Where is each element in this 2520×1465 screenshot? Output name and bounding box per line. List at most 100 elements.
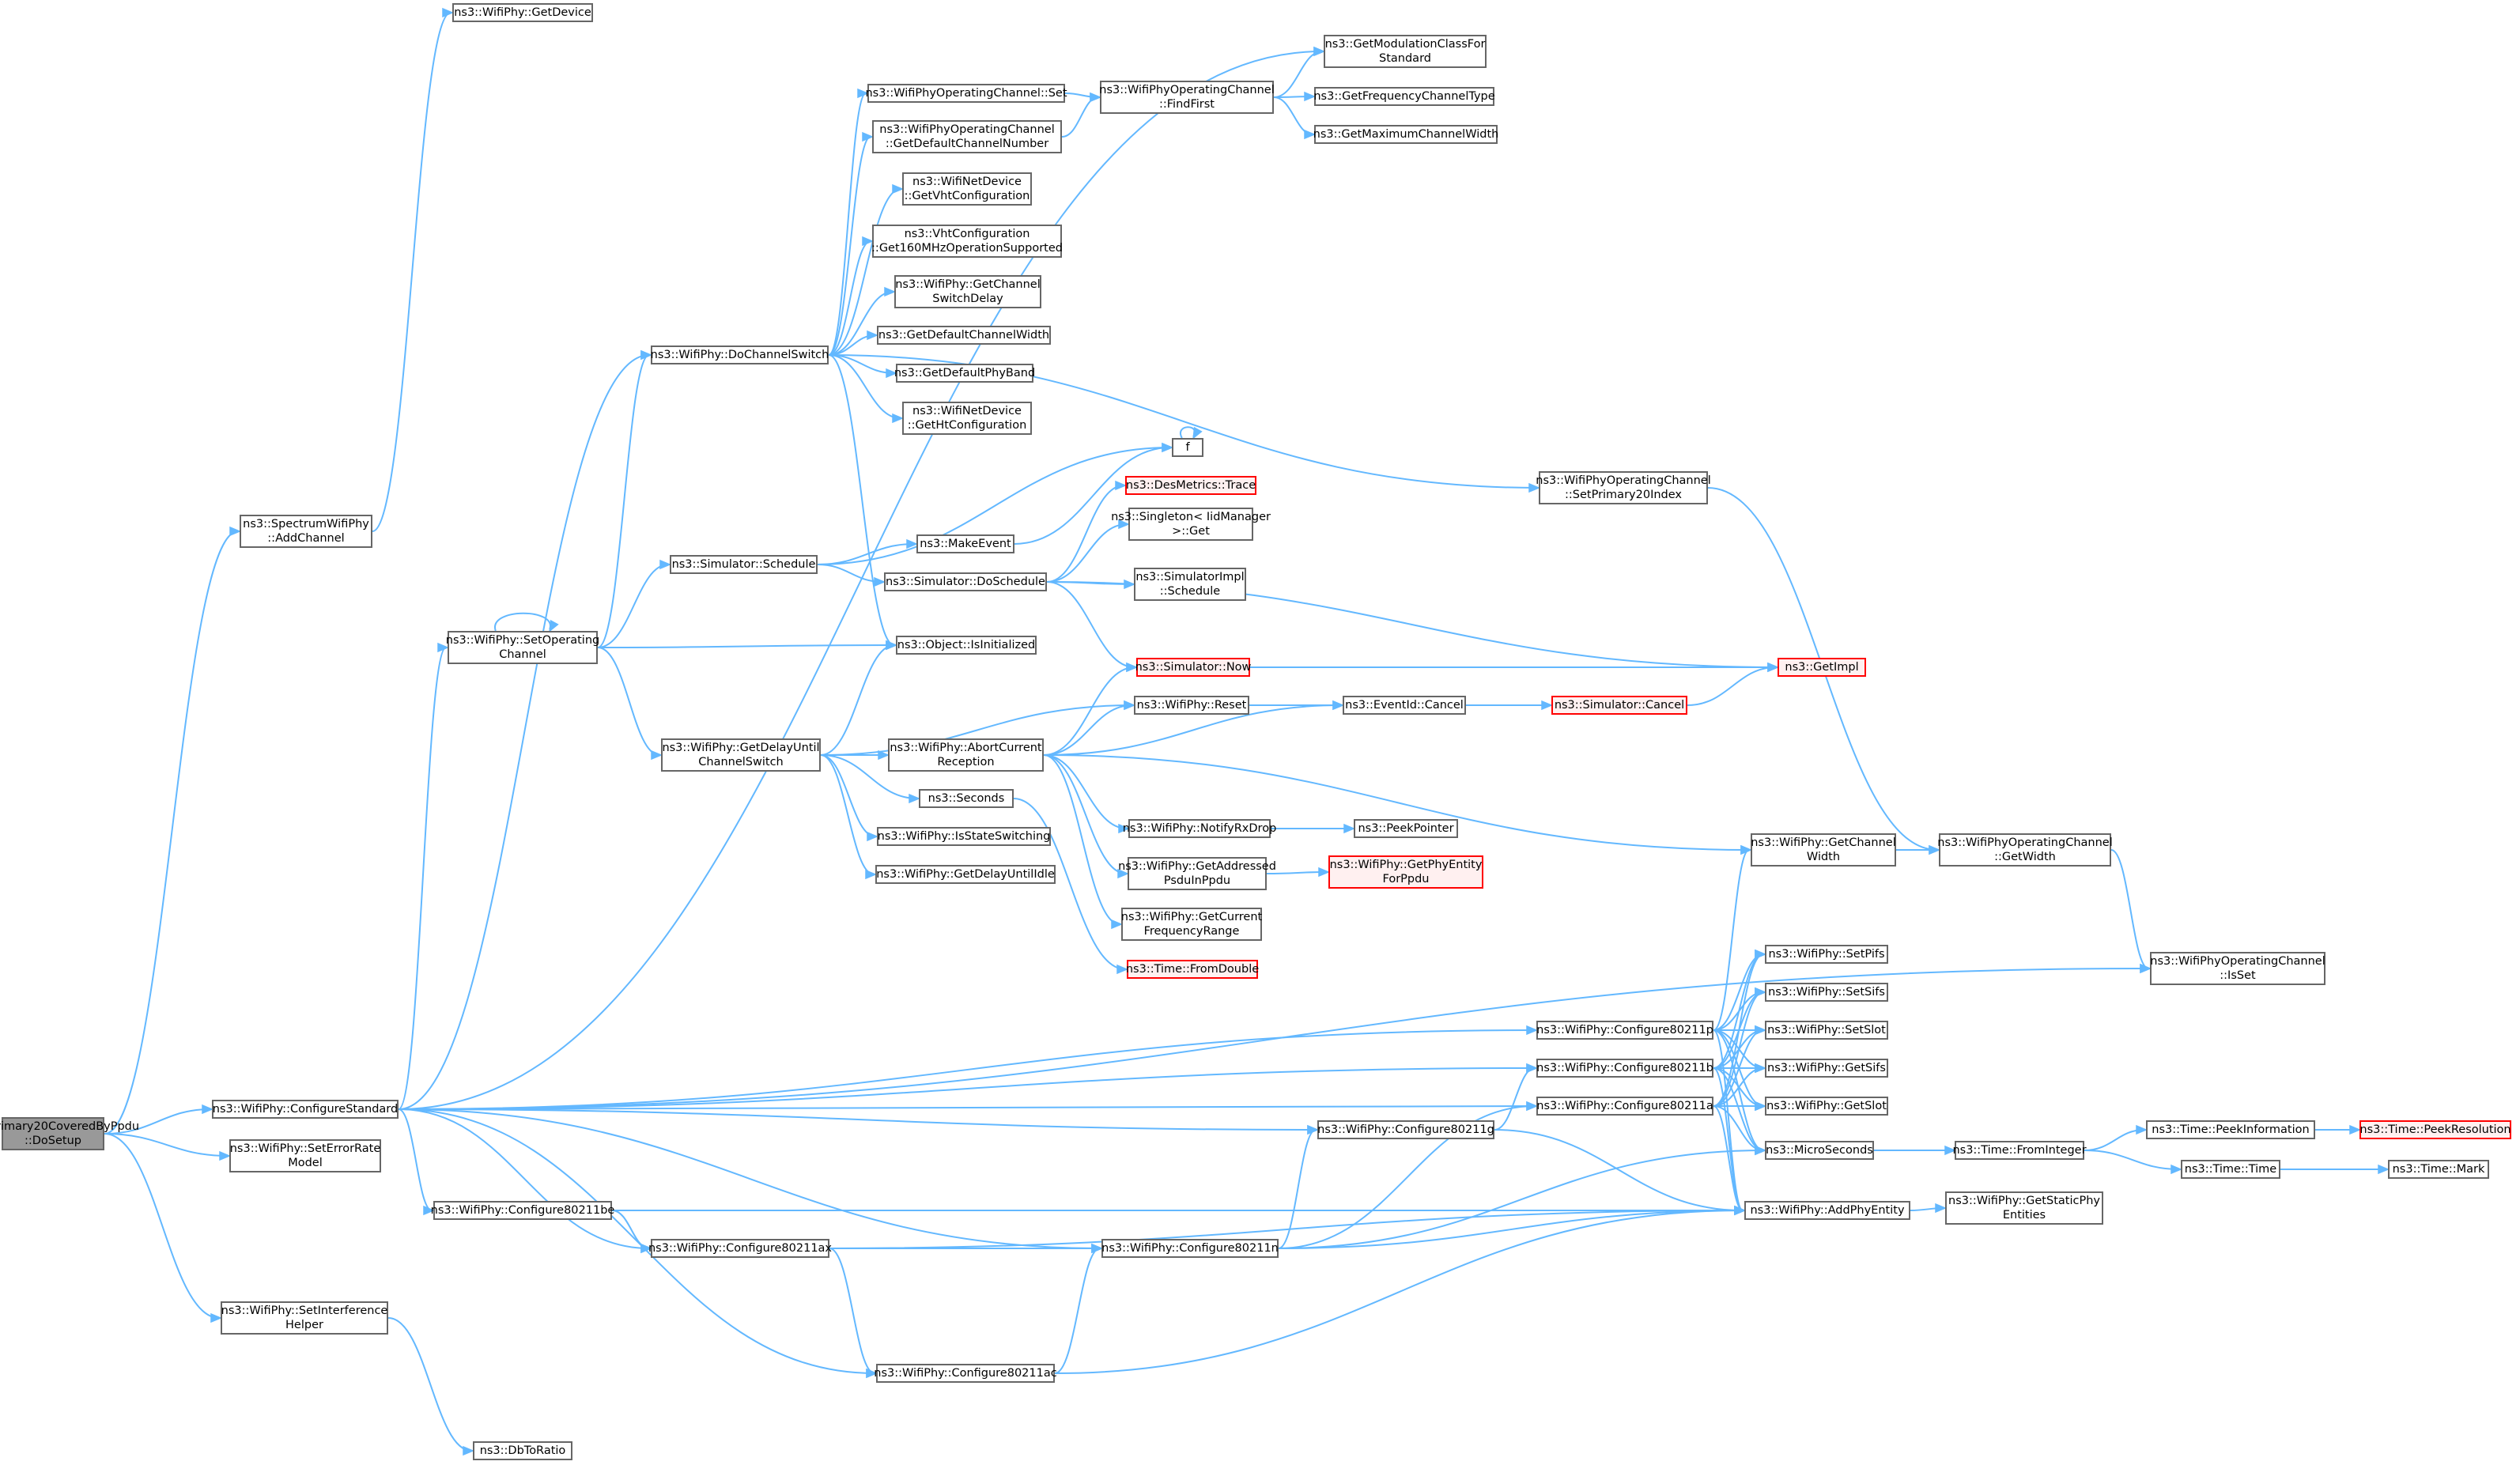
edge-arrowhead xyxy=(1307,1124,1319,1135)
node-simnow[interactable]: ns3::Simulator::Now xyxy=(1135,658,1251,677)
node-label: ns3::WifiPhy::SetSifs xyxy=(1768,986,1885,999)
node-wpocisset[interactable]: ns3::WifiPhyOperatingChannel ::IsSet xyxy=(2150,952,2325,985)
node-getchw[interactable]: ns3::WifiPhy::GetChannel Width xyxy=(1751,833,1896,867)
node-c80211ac[interactable]: ns3::WifiPhy::Configure80211ac xyxy=(874,1364,1057,1383)
node-defband[interactable]: ns3::GetDefaultPhyBand xyxy=(894,364,1035,383)
node-simcancel[interactable]: ns3::Simulator::Cancel xyxy=(1551,696,1687,715)
node-peekinfo[interactable]: ns3::Time::PeekInformation xyxy=(2146,1120,2315,1139)
node-label: ns3::WifiPhy::Configure80211p xyxy=(1536,1024,1713,1036)
node-getaddr[interactable]: ns3::WifiPhy::GetAddressed PsduInPpdu xyxy=(1118,857,1276,890)
node-getstatic[interactable]: ns3::WifiPhy::GetStaticPhy Entities xyxy=(1945,1191,2103,1225)
node-dbtoratio[interactable]: ns3::DbToRatio xyxy=(473,1441,572,1460)
node-c80211p[interactable]: ns3::WifiPhy::Configure80211p xyxy=(1536,1021,1713,1040)
node-f[interactable]: f xyxy=(1172,438,1203,457)
node-fromdouble[interactable]: ns3::Time::FromDouble xyxy=(1125,960,1260,979)
node-getcurfreq[interactable]: ns3::WifiPhy::GetCurrent FrequencyRange xyxy=(1121,908,1262,941)
node-getsifs[interactable]: ns3::WifiPhy::GetSifs xyxy=(1765,1059,1888,1078)
node-singleton[interactable]: ns3::Singleton< IidManager >::Get xyxy=(1111,508,1271,541)
node-label: ns3::Time::FromInteger xyxy=(1952,1144,2087,1157)
node-timetime[interactable]: ns3::Time::Time xyxy=(2181,1160,2280,1179)
node-c80211b[interactable]: ns3::WifiPhy::Configure80211b xyxy=(1536,1059,1713,1078)
node-setopch[interactable]: ns3::WifiPhy::SetOperating Channel xyxy=(446,631,599,664)
node-label: ns3::PeekPointer xyxy=(1358,822,1454,835)
node-getphyent[interactable]: ns3::WifiPhy::GetPhyEntity ForPpdu xyxy=(1328,855,1483,889)
node-c80211a[interactable]: ns3::WifiPhy::Configure80211a xyxy=(1536,1097,1713,1116)
node-label: ns3::Time::FromDouble xyxy=(1125,963,1260,976)
node-getmodclass[interactable]: ns3::GetModulationClassFor Standard xyxy=(1324,35,1487,68)
node-seconds[interactable]: ns3::Seconds xyxy=(919,789,1014,808)
node-addchannel[interactable]: ns3::SpectrumWifiPhy ::AddChannel xyxy=(240,515,372,548)
node-vht160[interactable]: ns3::VhtConfiguration ::Get160MHzOperati… xyxy=(871,225,1063,258)
node-simimpl[interactable]: ns3::SimulatorImpl ::Schedule xyxy=(1134,568,1246,601)
node-peekres[interactable]: ns3::Time::PeekResolution xyxy=(2359,1120,2511,1139)
node-getchsw[interactable]: ns3::WifiPhy::GetChannel SwitchDelay xyxy=(894,275,1041,308)
node-c80211n[interactable]: ns3::WifiPhy::Configure80211n xyxy=(1101,1239,1279,1258)
node-c80211ax[interactable]: ns3::WifiPhy::Configure80211ax xyxy=(648,1239,832,1258)
edge-arrowhead xyxy=(1091,1243,1103,1254)
node-findfirst[interactable]: ns3::WifiPhyOperatingChannel ::FindFirst xyxy=(1099,81,1275,114)
node-addphy[interactable]: ns3::WifiPhy::AddPhyEntity xyxy=(1744,1201,1910,1220)
node-label: ns3::Object::IsInitialized xyxy=(897,639,1036,651)
node-setprim[interactable]: ns3::WifiPhyOperatingChannel ::SetPrimar… xyxy=(1536,471,1711,504)
edge-c80211n-c80211g xyxy=(1278,1129,1317,1249)
node-getht[interactable]: ns3::WifiNetDevice ::GetHtConfiguration xyxy=(902,402,1032,435)
node-getdevice[interactable]: ns3::WifiPhy::GetDevice xyxy=(452,3,593,22)
node-micro[interactable]: ns3::MicroSeconds xyxy=(1765,1141,1874,1160)
node-isstatesw[interactable]: ns3::WifiPhy::IsStateSwitching xyxy=(877,827,1051,846)
edge-simsched-f xyxy=(817,447,1171,565)
node-desmetrics[interactable]: ns3::DesMetrics::Trace xyxy=(1125,476,1256,495)
node-wpocdef[interactable]: ns3::WifiPhyOperatingChannel ::GetDefaul… xyxy=(872,120,1062,153)
edge-arrowhead xyxy=(1526,1063,1538,1074)
node-dochsw[interactable]: ns3::WifiPhy::DoChannelSwitch xyxy=(651,345,829,364)
node-simsched[interactable]: ns3::Simulator::Schedule xyxy=(670,555,818,574)
node-abort[interactable]: ns3::WifiPhy::AbortCurrent Reception xyxy=(888,738,1044,772)
node-defchw[interactable]: ns3::GetDefaultChannelWidth xyxy=(877,326,1051,345)
edge-configstd-c80211n xyxy=(398,1108,1101,1249)
node-configstd[interactable]: ns3::WifiPhy::ConfigureStandard xyxy=(212,1100,399,1119)
node-label: ns3::WifiPhyOperatingChannel ::GetWidth xyxy=(1937,836,2113,863)
node-notifyrx[interactable]: ns3::WifiPhy::NotifyRxDrop xyxy=(1123,819,1276,838)
node-getvht[interactable]: ns3::WifiNetDevice ::GetVhtConfiguration xyxy=(902,172,1032,206)
node-setintf[interactable]: ns3::WifiPhy::SetInterference Helper xyxy=(221,1301,388,1335)
node-wpocgetw[interactable]: ns3::WifiPhyOperatingChannel ::GetWidth xyxy=(1937,833,2113,867)
node-getdelayidle[interactable]: ns3::WifiPhy::GetDelayUntilIdle xyxy=(875,865,1056,884)
node-setslot[interactable]: ns3::WifiPhy::SetSlot xyxy=(1765,1021,1888,1040)
edge-configstd-c80211p xyxy=(398,1029,1536,1110)
edge-arrowhead xyxy=(1755,987,1766,998)
node-label: ns3::MakeEvent xyxy=(920,538,1011,550)
edge-arrowhead xyxy=(423,1205,435,1216)
edge-makeevent-f xyxy=(1014,447,1171,545)
node-seterr[interactable]: ns3::WifiPhy::SetErrorRate Model xyxy=(229,1139,381,1172)
node-getdelay[interactable]: ns3::WifiPhy::GetDelayUntil ChannelSwitc… xyxy=(661,738,821,772)
edge-arrowhead xyxy=(210,1312,222,1323)
edge-configstd-c80211a xyxy=(398,1105,1536,1110)
edge-c80211ax-addphy xyxy=(829,1210,1744,1249)
node-c80211g[interactable]: ns3::WifiPhy::Configure80211g xyxy=(1317,1120,1494,1139)
node-evcancel[interactable]: ns3::EventId::Cancel xyxy=(1343,696,1466,715)
node-wpocset[interactable]: ns3::WifiPhyOperatingChannel::Set xyxy=(865,84,1067,103)
node-label: ns3::WifiPhy::Configure80211b xyxy=(1536,1062,1713,1074)
node-getslot[interactable]: ns3::WifiPhy::GetSlot xyxy=(1765,1097,1888,1116)
node-c80211be[interactable]: ns3::WifiPhy::Configure80211be xyxy=(431,1201,614,1220)
node-label: ns3::GetImpl xyxy=(1785,661,1859,674)
edge-c80211n-micro xyxy=(1278,1150,1764,1249)
node-setpifs[interactable]: ns3::WifiPhy::SetPifs xyxy=(1765,945,1888,964)
node-dosched[interactable]: ns3::Simulator::DoSchedule xyxy=(884,572,1047,591)
node-label: ns3::WifiPhy::Configure80211g xyxy=(1317,1123,1494,1136)
edge-dochsw-getchsw xyxy=(828,291,894,356)
node-peekptr[interactable]: ns3::PeekPointer xyxy=(1354,819,1458,838)
node-getimpl[interactable]: ns3::GetImpl xyxy=(1778,658,1866,677)
node-label: ns3::DesMetrics::Trace xyxy=(1125,479,1256,492)
node-isinit[interactable]: ns3::Object::IsInitialized xyxy=(896,636,1037,655)
node-timemark[interactable]: ns3::Time::Mark xyxy=(2388,1160,2489,1179)
node-label: ns3::Time::Mark xyxy=(2392,1163,2485,1176)
edge-arrowhead xyxy=(640,1243,652,1254)
node-fromint[interactable]: ns3::Time::FromInteger xyxy=(1952,1141,2087,1160)
node-makeevent[interactable]: ns3::MakeEvent xyxy=(916,534,1014,553)
node-wpreset[interactable]: ns3::WifiPhy::Reset xyxy=(1134,696,1249,715)
node-getmaxw[interactable]: ns3::GetMaximumChannelWidth xyxy=(1313,125,1498,144)
node-label: ns3::WifiPhy::DoChannelSwitch xyxy=(650,349,829,361)
node-setsifs[interactable]: ns3::WifiPhy::SetSifs xyxy=(1765,983,1888,1002)
node-getfreqtype[interactable]: ns3::GetFrequencyChannelType xyxy=(1313,87,1495,106)
